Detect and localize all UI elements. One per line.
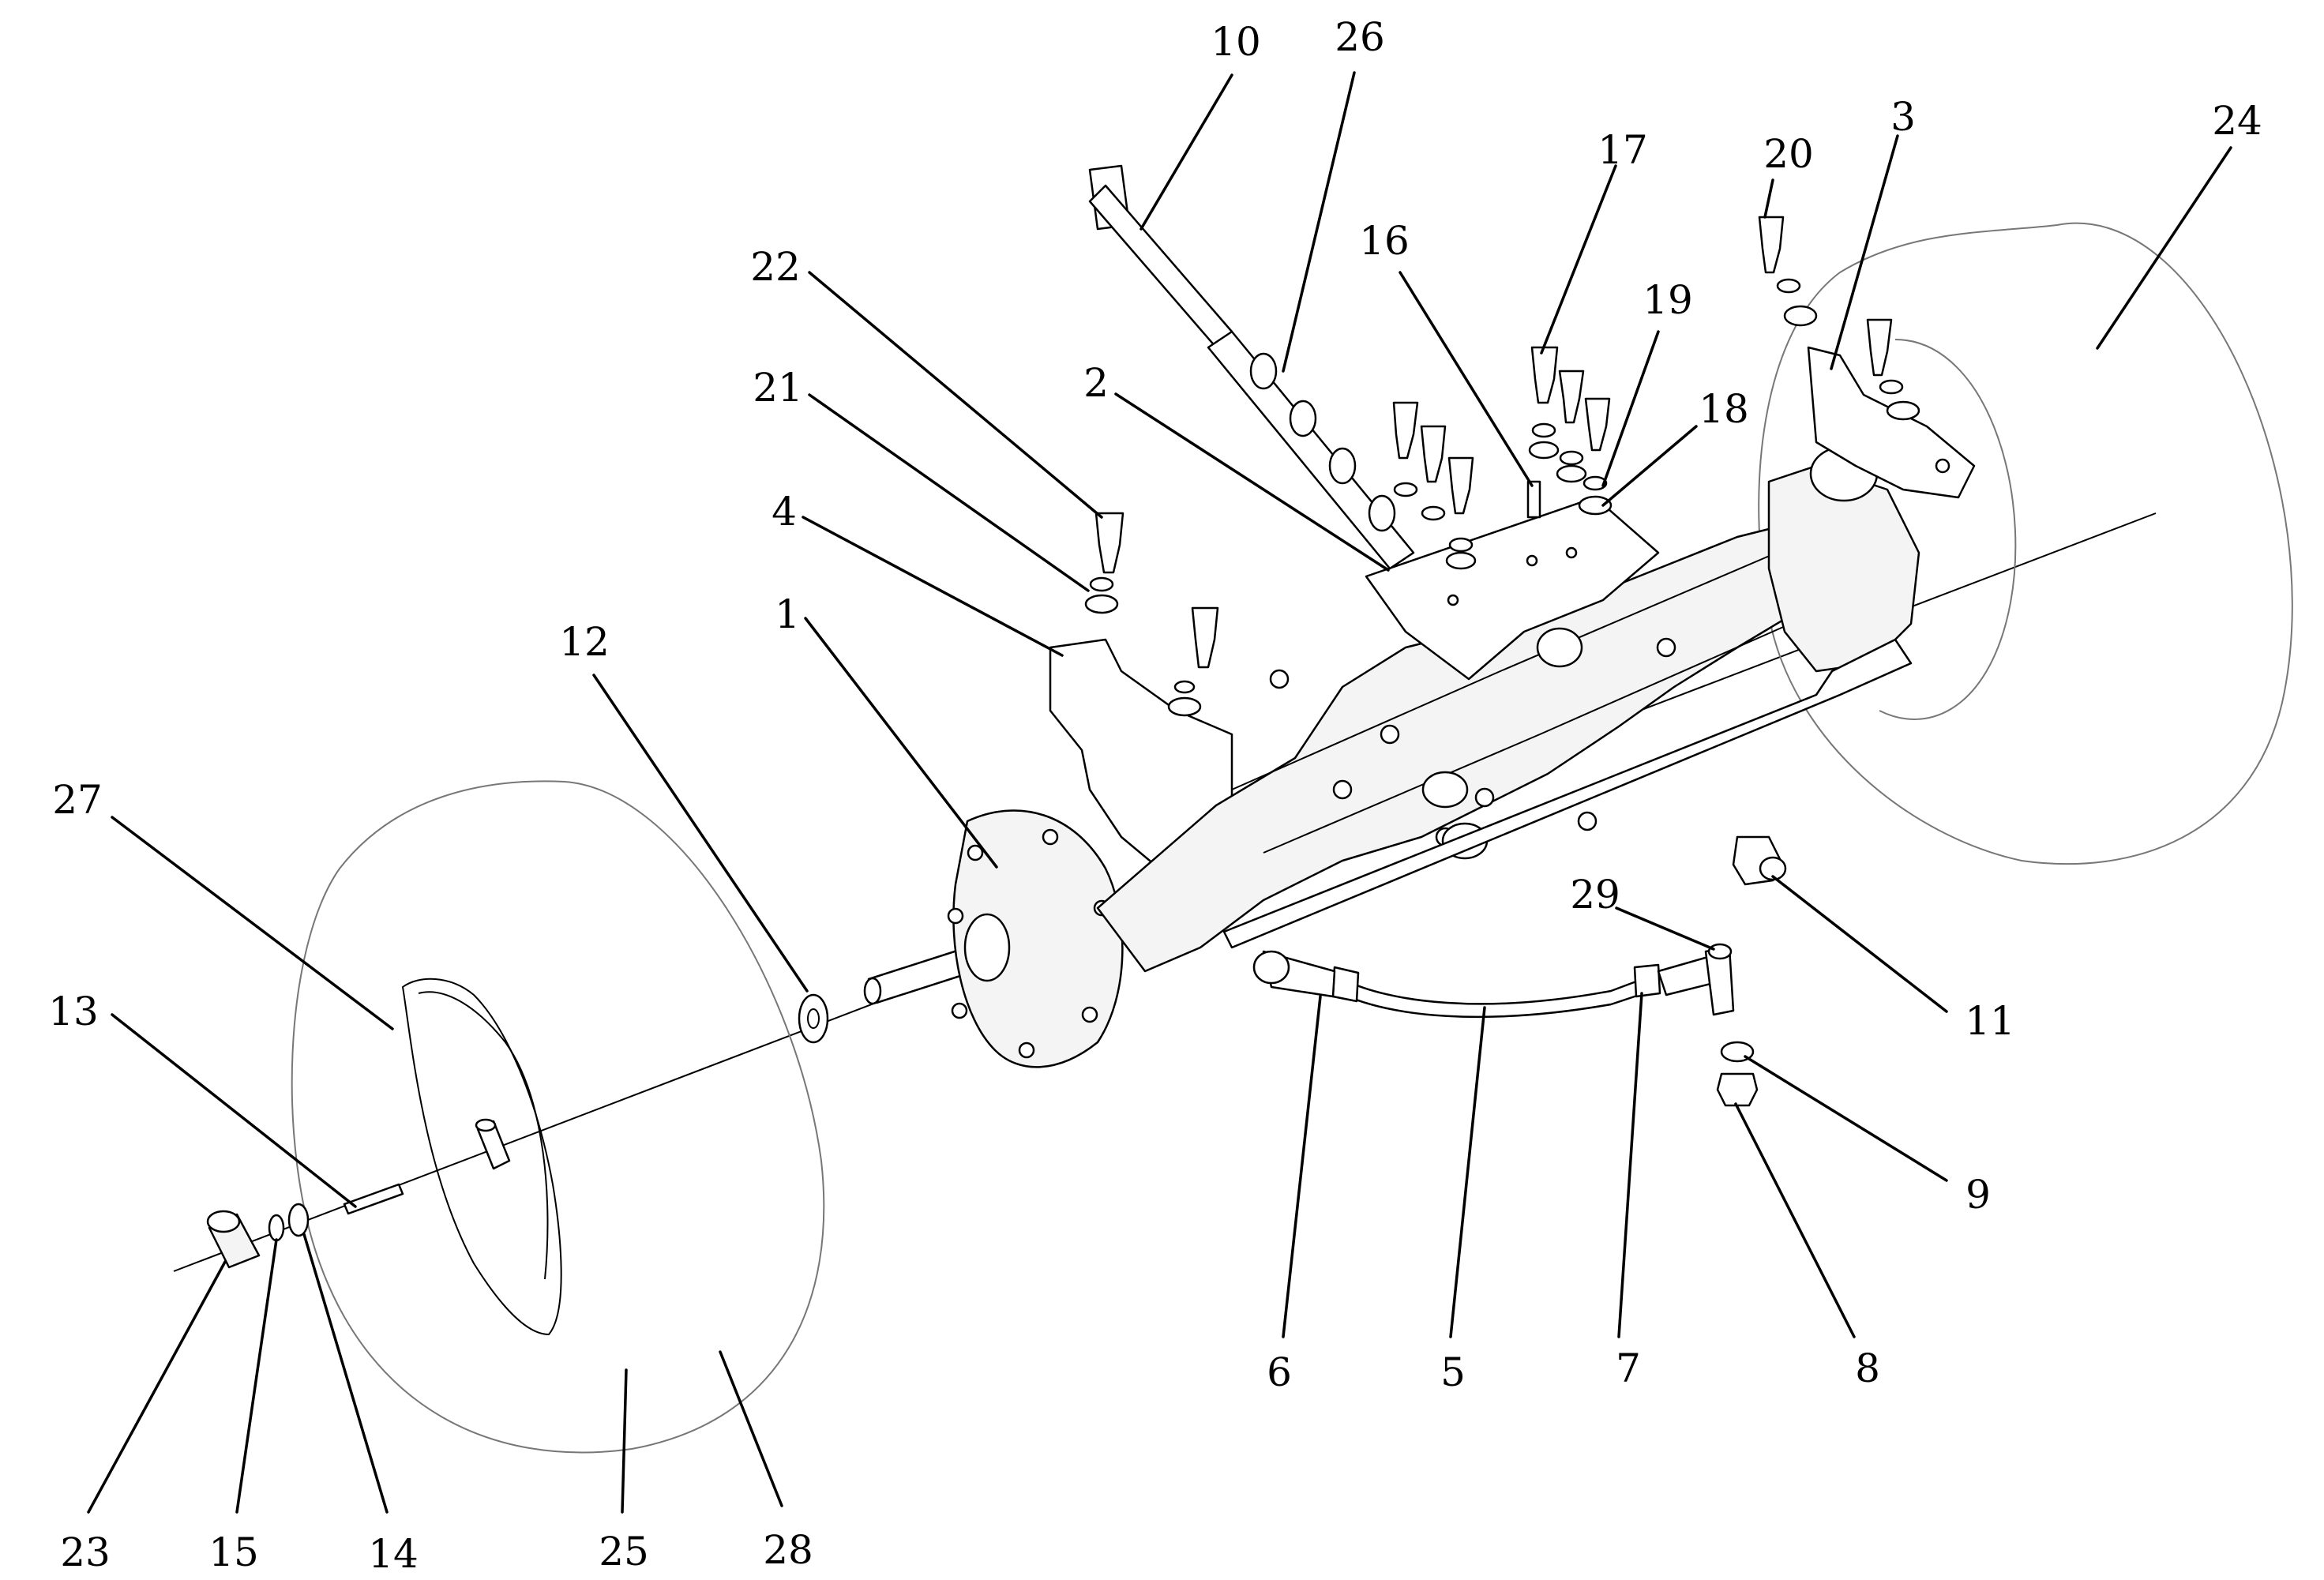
callout-4: 4 [772,489,797,535]
callout-26: 26 [1335,14,1385,60]
callout-7: 7 [1616,1345,1641,1391]
bolt-20 [1758,216,1785,274]
key-13 [343,1183,404,1215]
nut-8 [1716,1072,1759,1107]
washer-12 [798,993,829,1044]
bolt-set [1084,216,1920,717]
leader-7 [1617,992,1643,1338]
callout-28: 28 [763,1527,813,1573]
callout-21: 21 [753,365,803,411]
leader-14 [302,1233,389,1514]
callout-22: 22 [750,244,801,290]
left-wheel [291,780,825,1454]
wheel-rim [401,978,562,1336]
leader-25 [621,1368,628,1514]
leader-18 [1601,425,1698,507]
callout-8: 8 [1855,1345,1880,1391]
callout-12: 12 [559,619,610,665]
hub-cap-and-washers [206,1203,310,1269]
right-wheel [1758,222,2293,865]
leader-27 [111,816,394,1030]
tie-rod-assembly [1222,638,1913,1107]
callout-14: 14 [368,1531,419,1577]
leader-1 [804,617,998,869]
callout-5: 5 [1440,1349,1466,1395]
callout-18: 18 [1699,386,1749,432]
callout-10: 10 [1211,19,1261,65]
leader-2 [1114,392,1390,572]
jam-nut-7 [1633,963,1661,998]
callout-16: 16 [1359,218,1410,264]
leader-19 [1601,330,1660,487]
callout-6: 6 [1267,1349,1292,1395]
tie-rod-5 [1339,978,1646,1019]
callout-17: 17 [1598,127,1648,173]
leader-29 [1615,906,1715,951]
callout-23: 23 [60,1529,111,1575]
right-axle-housing [1767,346,1976,673]
leader-21 [808,393,1090,592]
callout-25: 25 [599,1529,649,1574]
callout-20: 20 [1763,131,1814,177]
leader-22 [808,271,1103,519]
callout-24: 24 [2212,98,2262,144]
leader-4 [802,516,1064,657]
control-shaft [1088,164,1415,570]
leader-16 [1399,271,1534,487]
leader-13 [111,1013,357,1208]
shaft-26 [1207,330,1415,570]
leader-10 [1139,73,1233,231]
snap-ring-15 [268,1214,285,1242]
washer-18 [1578,495,1613,516]
leader-15 [235,1238,278,1514]
callout-27: 27 [52,777,103,823]
callout-labels: 10 26 22 21 4 1 12 27 13 2 16 17 20 19 1… [48,14,2262,1577]
callout-1: 1 [775,591,800,637]
leader-12 [592,674,809,993]
leader-9 [1744,1055,1948,1182]
steering-rod [1222,638,1913,949]
leader-3 [1830,134,1899,370]
leader-17 [1540,164,1617,355]
callout-19: 19 [1643,277,1693,323]
callout-3: 3 [1890,94,1916,140]
bracket-3 [1807,346,1976,499]
leader-6 [1282,995,1322,1338]
pin-16 [1526,480,1541,519]
leader-lines [87,71,2232,1514]
leader-23 [87,1260,227,1514]
leader-20 [1763,178,1774,219]
leader-8 [1734,1102,1856,1338]
callout-9: 9 [1965,1172,1991,1218]
callout-29: 29 [1570,872,1620,918]
leader-26 [1282,71,1356,373]
jam-nut-6 [1331,966,1360,1003]
callout-15: 15 [208,1529,259,1575]
callout-11: 11 [1965,998,2015,1044]
callout-2: 2 [1083,360,1109,406]
left-hub-housing [947,809,1124,1068]
leader-5 [1449,1006,1486,1338]
callout-13: 13 [48,989,99,1034]
leader-28 [719,1350,783,1507]
leader-11 [1771,875,1948,1013]
transaxle-housing [1096,512,1857,973]
leader-24 [2096,146,2232,350]
washer-14 [287,1203,310,1237]
